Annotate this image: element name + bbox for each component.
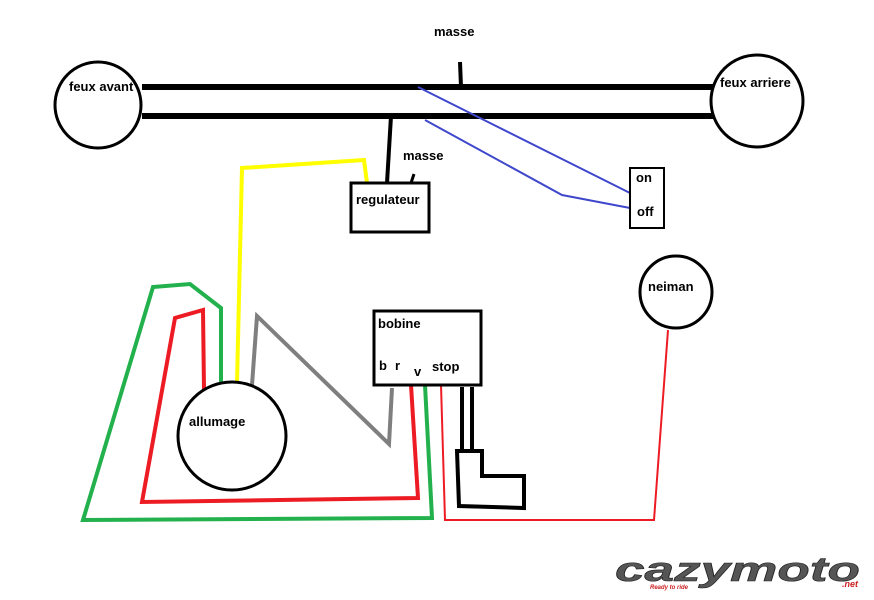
switch-on-label: on bbox=[636, 170, 652, 185]
masse-top-label: masse bbox=[434, 24, 474, 39]
bobine-v-label: v bbox=[414, 364, 422, 379]
blue-wire-off bbox=[424, 119, 631, 209]
spark-plug-cap bbox=[454, 449, 526, 511]
blue-wire-on bbox=[417, 86, 631, 194]
bobine-b-label: b bbox=[379, 358, 387, 373]
switch-wires bbox=[417, 86, 631, 209]
neiman-label: neiman bbox=[648, 279, 694, 294]
green-wire bbox=[80, 281, 435, 523]
feux-arriere-circle bbox=[709, 53, 805, 149]
masse-top-wire bbox=[458, 61, 463, 88]
regulateur-box bbox=[349, 181, 431, 234]
gray-wire bbox=[250, 311, 394, 449]
main-harness bbox=[142, 61, 716, 119]
bobine-label: bobine bbox=[378, 316, 421, 331]
bobine-box bbox=[372, 309, 483, 387]
feux-avant-circle bbox=[53, 60, 143, 150]
spark-plug-lead bbox=[454, 387, 526, 511]
logo-tagline: Ready to ride bbox=[650, 585, 689, 591]
allumage-circle bbox=[176, 380, 288, 492]
yellow-wire bbox=[235, 157, 369, 384]
neiman-red-wire bbox=[440, 329, 669, 521]
masse-regulateur-label: masse bbox=[403, 148, 443, 163]
logo-wordmark: cazymoto bbox=[615, 551, 860, 589]
on-off-switch bbox=[629, 167, 665, 229]
regulateur-label: regulateur bbox=[356, 192, 420, 207]
feux-avant-label: feux avant bbox=[69, 79, 134, 94]
bobine-r-label: r bbox=[395, 358, 400, 373]
cazymoto-logo: cazymoto Ready to ride .net bbox=[615, 551, 861, 591]
red-wire bbox=[139, 307, 421, 505]
regulateur-harness-wire bbox=[385, 115, 393, 184]
allumage-label: allumage bbox=[189, 414, 245, 429]
logo-tld: .net bbox=[842, 579, 859, 589]
switch-off-label: off bbox=[637, 204, 654, 219]
feux-arriere-label: feux arriere bbox=[720, 75, 791, 90]
neiman-circle bbox=[638, 254, 714, 330]
bobine-stop-label: stop bbox=[432, 359, 460, 374]
